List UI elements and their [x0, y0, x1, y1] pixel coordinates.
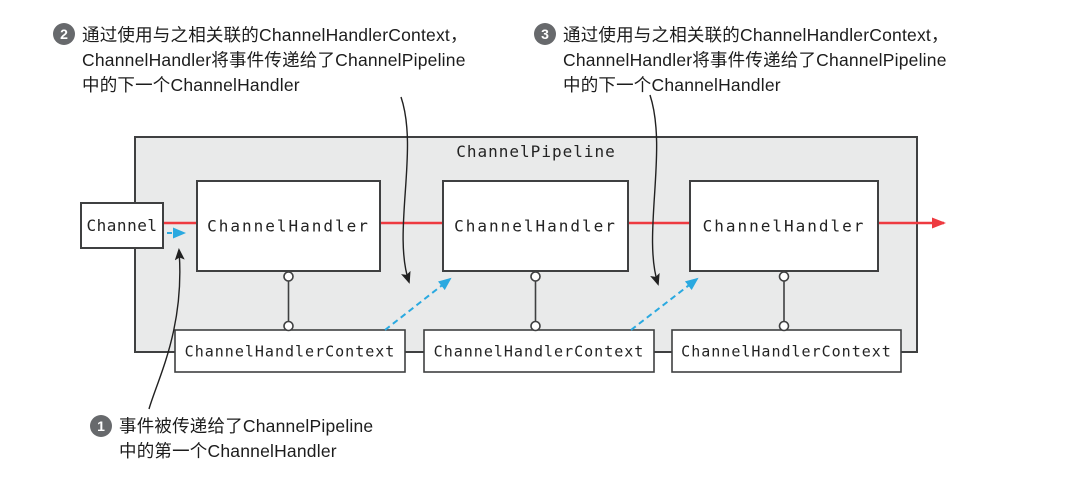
interface-circle [778, 320, 790, 332]
annotation-3: 通过使用与之相关联的ChannelHandlerContext， Channel… [563, 23, 949, 98]
channel-handler-context-label-1: ChannelHandlerContext [185, 343, 396, 361]
channel-handler-context-label-3: ChannelHandlerContext [681, 343, 892, 361]
context-forward-arrow-2 [630, 277, 699, 331]
interface-circle [530, 271, 541, 282]
annotation-1-line-2: 中的第一个ChannelHandler [119, 441, 337, 461]
channel-handler-label-1: ChannelHandler [207, 217, 370, 236]
annotation-2-line-1: 通过使用与之相关联的ChannelHandlerContext， [82, 25, 468, 45]
channel-pipeline-label: ChannelPipeline [456, 142, 616, 161]
interface-circle [283, 320, 294, 332]
channel-handler-box-3 [689, 180, 879, 272]
annotation-3-line-3: 中的下一个ChannelHandler [563, 75, 781, 95]
context-forward-arrow-1 [384, 277, 452, 331]
interface-circle [778, 271, 790, 282]
channel-handler-context-box-3 [671, 329, 902, 373]
channel-handler-box-2 [442, 180, 629, 272]
annotation-2-line-3: 中的下一个ChannelHandler [82, 75, 300, 95]
annotation-3-badge: 3 [534, 23, 556, 45]
channel-handler-label-3: ChannelHandler [703, 217, 866, 236]
channel-handler-context-box-2 [423, 329, 655, 373]
annotation-2-line-2: ChannelHandler将事件传递给了ChannelPipeline [82, 50, 466, 70]
channel-handler-context-label-2: ChannelHandlerContext [434, 343, 645, 361]
annotation-1-callout-line [148, 248, 185, 410]
annotation-1: 事件被传递给了ChannelPipeline 中的第一个ChannelHandl… [119, 414, 373, 464]
channel-handler-box-1 [196, 180, 381, 272]
annotation-1-badge: 1 [90, 415, 112, 437]
annotation-2: 通过使用与之相关联的ChannelHandlerContext， Channel… [82, 23, 468, 98]
annotation-2-badge: 2 [53, 23, 75, 45]
interface-circle [530, 320, 541, 332]
annotation-2-callout-line [400, 96, 411, 284]
annotation-3-line-1: 通过使用与之相关联的ChannelHandlerContext， [563, 25, 949, 45]
annotation-3-callout-line [649, 94, 660, 286]
interface-circle [283, 271, 294, 282]
annotation-3-line-2: ChannelHandler将事件传递给了ChannelPipeline [563, 50, 947, 70]
annotation-1-line-1: 事件被传递给了ChannelPipeline [119, 416, 374, 436]
channel-box [80, 202, 164, 249]
channel-handler-label-2: ChannelHandler [454, 217, 617, 236]
channel-label: Channel [87, 216, 158, 235]
